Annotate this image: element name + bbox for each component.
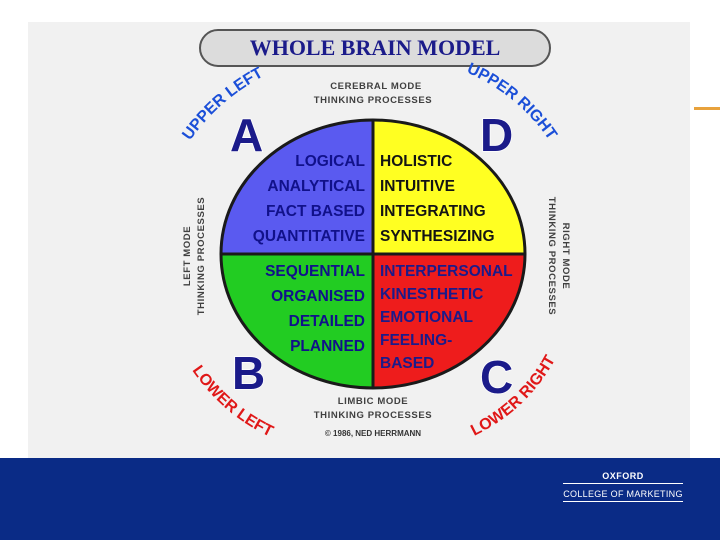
quadrant-a-letter: A [230,109,263,161]
quadrant-b-item: PLANNED [290,338,365,355]
left-mode-label: LEFT MODE [182,226,193,286]
logo-line-college: COLLEGE OF MARKETING [563,489,683,502]
quadrant-d-item: HOLISTIC [380,153,452,170]
quadrant-a-item: ANALYTICAL [267,178,365,195]
right-mode-label: RIGHT MODE [560,223,571,290]
quadrant-d-letter: D [480,109,513,161]
quadrant-c-letter: C [480,351,513,403]
quadrant-a-item: QUANTITATIVE [253,228,365,245]
whole-brain-diagram: WHOLE BRAIN MODEL LOGICAL ANALYTICAL FAC… [179,29,571,441]
quadrant-c-item: EMOTIONAL [380,309,473,326]
quadrant-c-item: KINESTHETIC [380,286,483,303]
quadrant-b-letter: B [232,347,265,399]
college-logo: OXFORD COLLEGE OF MARKETING [548,466,698,502]
cerebral-mode-label: CEREBRAL MODE [330,81,422,92]
quadrant-c-item: INTERPERSONAL [380,263,513,280]
quadrant-d-item: SYNTHESIZING [380,228,495,245]
quadrant-c-item: BASED [380,355,434,372]
quadrant-a-item: FACT BASED [266,203,365,220]
title-banner [199,29,551,67]
quadrant-b-item: SEQUENTIAL [265,263,365,280]
left-mode-sublabel: THINKING PROCESSES [196,197,207,315]
limbic-mode-sublabel: THINKING PROCESSES [314,410,432,421]
quadrant-d-item: INTEGRATING [380,203,486,220]
quadrant-c-item: FEELING- [380,332,452,349]
cerebral-mode-sublabel: THINKING PROCESSES [314,95,432,106]
title-text: WHOLE BRAIN MODEL [250,35,501,60]
accent-line [694,107,720,110]
quadrant-b-item: DETAILED [289,313,365,330]
quadrant-b-item: ORGANISED [271,288,365,305]
copyright-text: © 1986, NED HERRMANN [325,429,421,438]
quadrant-a-item: LOGICAL [295,153,365,170]
quadrant-d-item: INTUITIVE [380,178,455,195]
limbic-mode-label: LIMBIC MODE [338,396,408,407]
logo-line-oxford: OXFORD [563,471,683,484]
right-mode-sublabel: THINKING PROCESSES [546,197,557,315]
footer-bar [0,458,720,540]
